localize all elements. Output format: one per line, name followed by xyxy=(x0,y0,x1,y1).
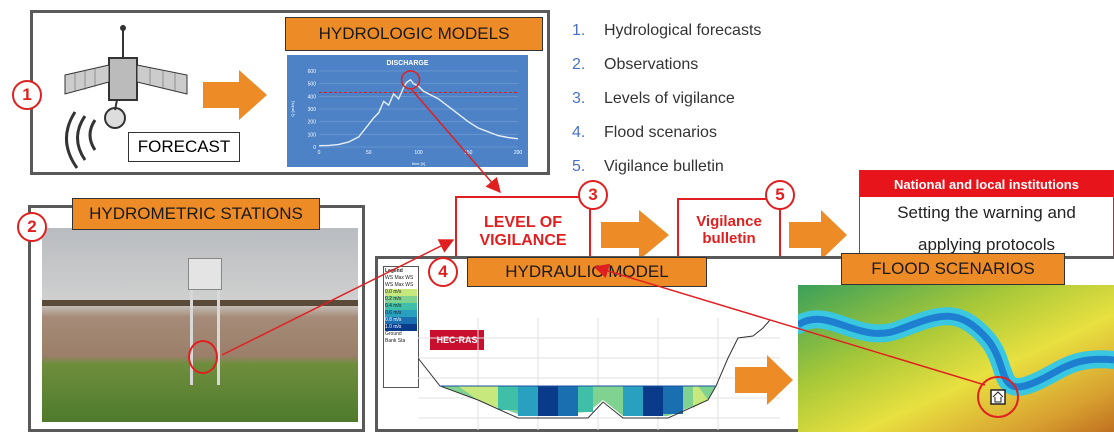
flood-scenarios-label: FLOOD SCENARIOS xyxy=(841,253,1065,285)
chart-background xyxy=(287,55,528,167)
institutions-line-2: applying protocols xyxy=(917,235,1056,254)
cross-section-plot xyxy=(418,318,780,430)
chart-title: DISCHARGE xyxy=(386,60,428,67)
discharge-chart: DISCHARGE 0 100 200 300 400 500 600 0 50 100 150 200… xyxy=(287,55,528,167)
x-axis-label: time [h] xyxy=(412,161,425,166)
step-3-marker: 3 xyxy=(578,180,608,210)
arrow-right-icon xyxy=(789,210,847,260)
station-box xyxy=(188,258,222,290)
institutions-line-1: Setting the warning and xyxy=(897,203,1076,222)
peak-highlight-circle xyxy=(400,70,421,90)
steps-list: 1.Hydrological forecasts 2.Observations … xyxy=(572,14,761,184)
y-tick-label: 200 xyxy=(308,120,317,126)
satellite-illustration xyxy=(64,25,188,169)
x-tick-label: 0 xyxy=(318,150,321,156)
list-item: 5.Vigilance bulletin xyxy=(572,158,724,175)
list-item: 2.Observations xyxy=(572,56,699,73)
riverbank-strip xyxy=(42,300,358,306)
forecast-label: FORECAST xyxy=(128,132,240,162)
list-item: 3.Levels of vigilance xyxy=(572,90,735,107)
y-tick-label: 0 xyxy=(313,145,316,151)
y-tick-label: 400 xyxy=(308,94,317,100)
hydraulic-model-label: HYDRAULIC MODEL xyxy=(467,257,707,287)
step-4-marker: 4 xyxy=(428,257,458,287)
y-tick-label: 500 xyxy=(308,82,317,88)
x-tick-label: 100 xyxy=(414,150,423,156)
hydrologic-models-label: HYDROLOGIC MODELS xyxy=(285,17,543,51)
y-tick-label: 100 xyxy=(308,132,317,138)
station-highlight-circle xyxy=(188,340,218,374)
x-tick-label: 150 xyxy=(464,150,473,156)
legend-box: Legend WS Max WS WS Max WS 0.0 m/s 0.2 m… xyxy=(383,266,419,388)
list-item: 4.Flood scenarios xyxy=(572,124,717,141)
y-tick-label: 600 xyxy=(308,69,317,75)
arrow-right-icon xyxy=(601,210,669,260)
x-tick-label: 50 xyxy=(366,150,372,156)
arrow-right-icon xyxy=(203,70,267,120)
step-2-marker: 2 xyxy=(17,212,47,242)
y-axis-label: Q [m3/s] xyxy=(290,101,295,116)
institutions-header: National and local institutions xyxy=(860,171,1113,197)
discharge-series-line xyxy=(318,78,519,147)
station-mast xyxy=(190,265,220,385)
y-tick-label: 300 xyxy=(308,107,317,113)
x-tick-label: 200 xyxy=(514,150,523,156)
flood-scenario-map xyxy=(798,285,1114,432)
step-5-marker: 5 xyxy=(765,180,795,210)
hydrometric-stations-label: HYDROMETRIC STATIONS xyxy=(72,198,320,230)
arrow-right-icon xyxy=(735,355,793,405)
list-item: 1.Hydrological forecasts xyxy=(572,22,762,39)
hec-ras-logo: HEC-RAS xyxy=(430,330,484,350)
step-1-marker: 1 xyxy=(12,80,42,110)
